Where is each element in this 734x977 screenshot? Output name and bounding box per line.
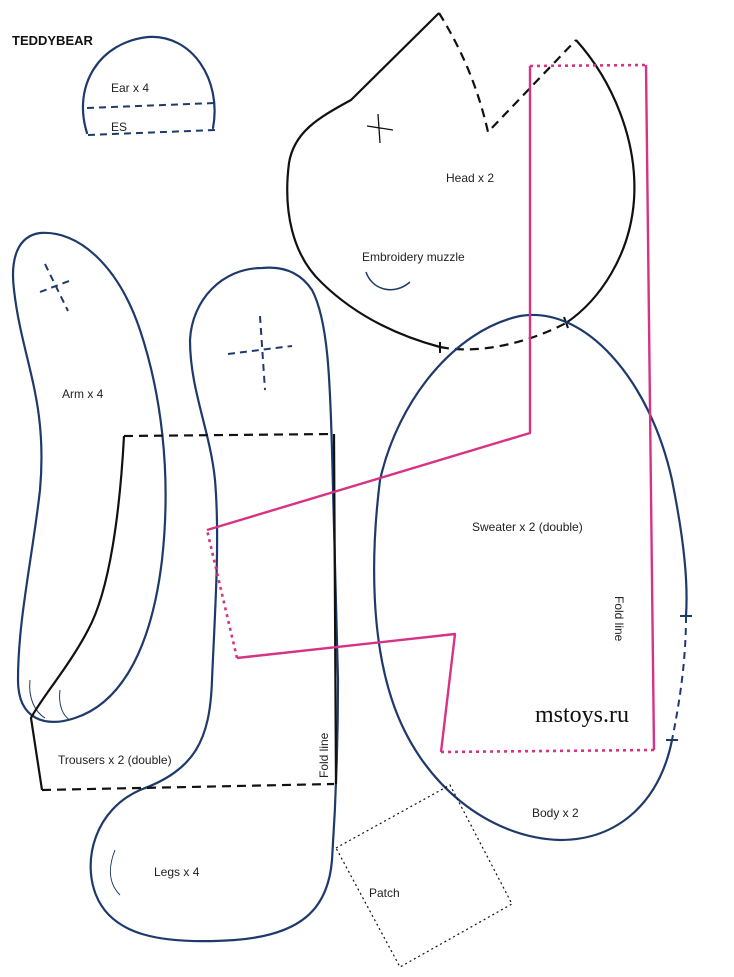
watermark-text: mstoys.ru	[535, 702, 629, 728]
pattern-title: TEDDYBEAR	[12, 33, 94, 48]
legs-piece: Legs x 4	[89, 266, 340, 943]
embroidery-label: Embroidery muzzle	[362, 250, 465, 264]
trousers-piece: Trousers x 2 (double) Fold line	[29, 432, 338, 792]
sweater-fold-label: Fold line	[612, 596, 626, 642]
body-label: Body x 2	[532, 806, 579, 820]
arm-piece: Arm x 4	[12, 231, 167, 723]
sweater-piece: Sweater x 2 (double) Fold line	[205, 63, 656, 754]
ear-label: Ear x 4	[111, 81, 149, 95]
trousers-label: Trousers x 2 (double)	[58, 753, 172, 767]
arm-label: Arm x 4	[62, 387, 104, 401]
ear-piece: Ear x 4 ES	[81, 35, 216, 136]
leg-joint-mark	[227, 315, 293, 391]
patch-piece: Patch	[335, 784, 513, 968]
embroidery-muzzle-mark	[365, 271, 411, 291]
ear-es-label: ES	[111, 120, 127, 134]
body-piece: Body x 2	[373, 313, 692, 842]
sweater-label: Sweater x 2 (double)	[472, 520, 583, 534]
head-eye-mark	[366, 113, 394, 144]
head-label: Head x 2	[446, 171, 494, 185]
arm-joint-mark	[39, 263, 70, 312]
patch-label: Patch	[369, 886, 400, 900]
trousers-fold-label: Fold line	[317, 732, 331, 778]
legs-label: Legs x 4	[154, 865, 200, 879]
head-piece: Head x 2 Embroidery muzzle	[286, 12, 636, 353]
